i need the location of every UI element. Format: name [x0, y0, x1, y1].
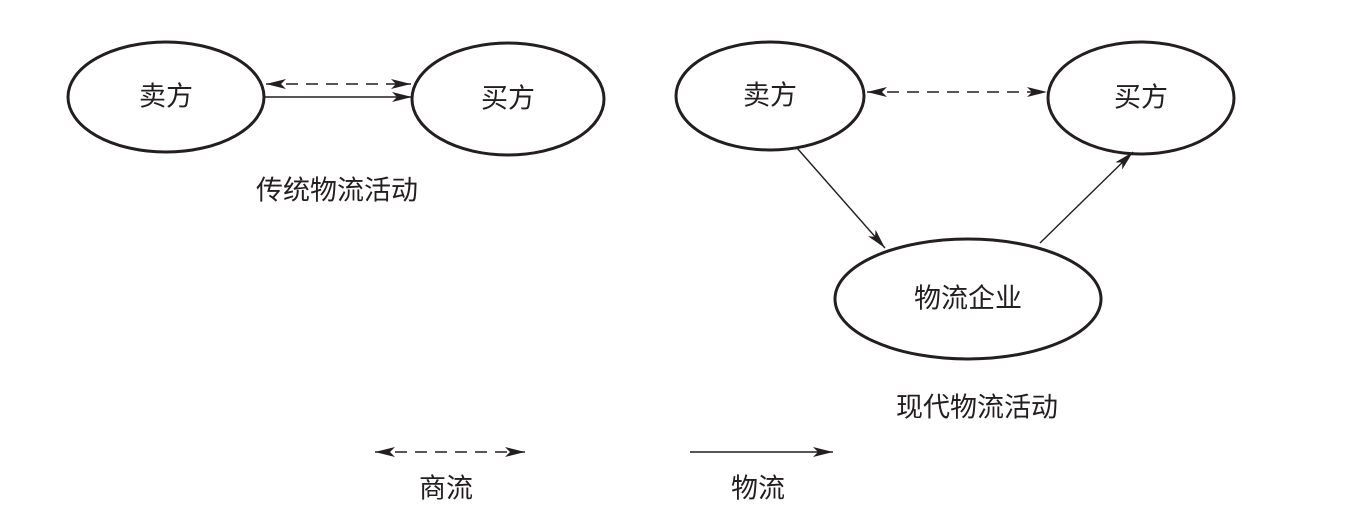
- seller-to-logistics-arrow: [796, 147, 886, 249]
- traditional-buyer-node: [410, 41, 606, 157]
- legend-logistics-flow-label: 物流: [731, 474, 785, 505]
- traditional-seller-node: [66, 40, 266, 154]
- traditional-logistics-group: 卖方 买方 传统物流活动: [66, 40, 606, 207]
- traditional-buyer-label: 买方: [481, 84, 535, 115]
- legend: 商流 物流: [375, 447, 833, 505]
- modern-seller-label: 卖方: [743, 81, 797, 112]
- legend-commerce-flow-label: 商流: [419, 474, 473, 505]
- modern-logistics-group: 卖方 买方 物流企业 现代物流活动: [674, 40, 1236, 424]
- logistics-company-node: [833, 237, 1103, 361]
- modern-seller-node: [674, 40, 866, 152]
- traditional-seller-label: 卖方: [139, 82, 193, 113]
- logistics-company-label: 物流企业: [914, 284, 1022, 315]
- traditional-caption: 传统物流活动: [256, 176, 418, 207]
- modern-caption: 现代物流活动: [896, 393, 1058, 424]
- modern-buyer-node: [1046, 40, 1236, 156]
- logistics-to-buyer-arrow: [1039, 151, 1134, 244]
- modern-buyer-label: 买方: [1114, 83, 1168, 114]
